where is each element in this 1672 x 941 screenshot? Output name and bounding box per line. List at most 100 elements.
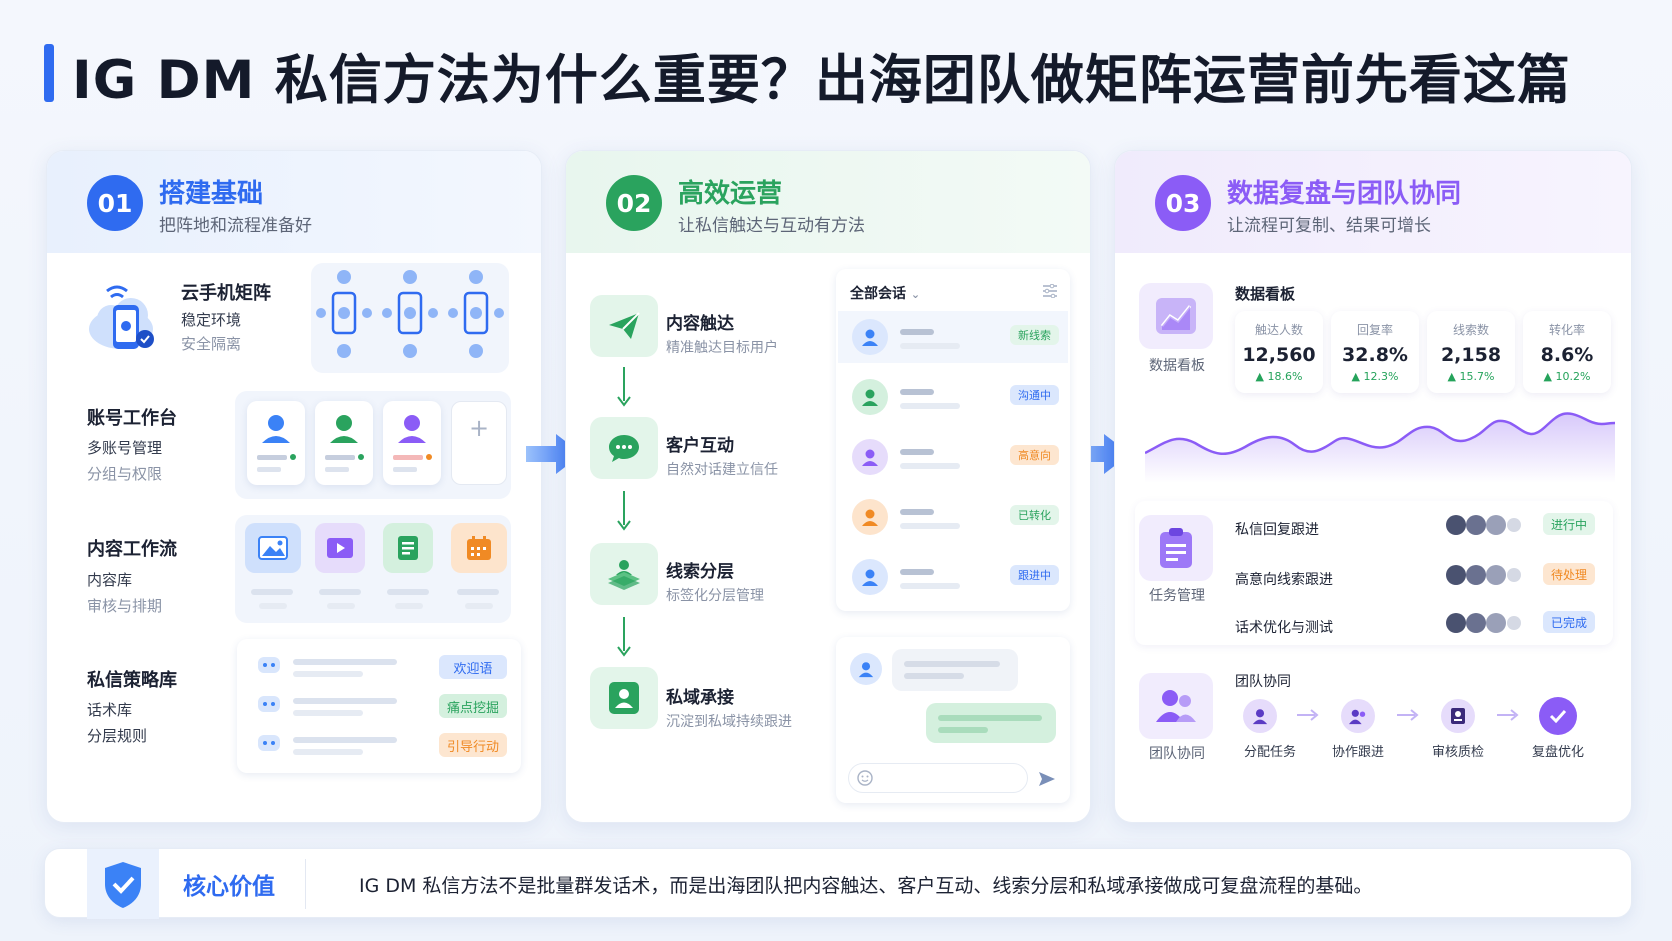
clipboard-icon [1139,515,1213,581]
stat-change: ▲ 18.6% [1255,370,1303,383]
account-card[interactable] [315,401,373,485]
panel-header: 01 搭建基础 把阵地和流程准备好 [47,151,541,253]
document-content-icon[interactable] [383,523,433,573]
step-private-domain-sub: 沉淀到私域持续跟进 [666,714,792,730]
step-content-reach-title: 内容触达 [666,314,734,334]
content-workflow-title: 内容工作流 [87,539,177,560]
team-flow-step: 审核质检 [1431,745,1484,760]
stat-value: 12,560 [1242,344,1316,366]
strategy-library-line1: 话术库 [87,701,133,719]
placeholder-bar [900,509,934,515]
status-badge: 跟进中 [1010,565,1059,585]
placeholder-bar [293,737,397,743]
stat-label: 回复率 [1356,323,1393,337]
task-card [1135,501,1613,645]
avatar [852,319,888,355]
avatar [852,559,888,595]
send-icon [590,295,658,357]
outgoing-message-bubble [926,703,1056,743]
placeholder-bar [259,603,287,609]
step-number-badge: 03 [1155,175,1211,231]
calendar-content-icon[interactable] [451,523,507,573]
account-workbench-title: 账号工作台 [87,408,177,429]
task-icon-label: 任务管理 [1149,588,1205,604]
step-customer-interaction-sub: 自然对话建立信任 [666,462,778,478]
task-name: 话术优化与测试 [1235,620,1333,636]
stat-change: ▲ 10.2% [1543,370,1591,383]
core-value-text: IG DM 私信方法不是批量群发话术，而是出海团队把内容触达、客户互动、线索分层… [359,875,1373,897]
status-badge: 高意向 [1010,445,1059,465]
placeholder-bar [457,589,499,595]
tag-pain-point[interactable]: 痛点挖掘 [439,694,507,718]
shield-check-icon [97,859,149,911]
chat-bubble-icon [257,694,281,716]
status-badge: 新线索 [1010,325,1059,345]
stat-value: 2,158 [1440,344,1502,366]
arrow-right-icon [1295,707,1321,723]
placeholder-bar [900,449,934,455]
image-content-icon[interactable] [245,523,301,573]
assignee-avatars [1445,611,1521,635]
step-customer-interaction-title: 客户互动 [666,436,734,456]
chart-dashboard-icon [1139,283,1213,349]
step-title: 搭建基础 [159,179,264,209]
avatar [850,653,882,685]
placeholder-bar [900,463,960,469]
placeholder-bar [395,603,423,609]
step-lead-tiering-sub: 标签化分层管理 [666,588,764,604]
assign-task-icon [1243,699,1277,733]
placeholder-bar [900,569,934,575]
stat-card-reach: 触达人数 12,560 ▲ 18.6% [1235,311,1323,393]
avatar [852,499,888,535]
cloud-matrix-title: 云手机矩阵 [181,283,271,304]
stat-label: 触达人数 [1254,323,1303,337]
task-status-badge: 待处理 [1543,563,1596,585]
placeholder-bar [900,403,960,409]
core-value-label: 核心价值 [183,874,275,900]
send-message-icon[interactable] [1036,769,1058,789]
private-domain-icon [590,667,658,729]
team-flow-step: 复盘优化 [1531,745,1584,760]
placeholder-bar [319,589,361,595]
task-name: 高意向线索跟进 [1235,572,1333,588]
add-account-button[interactable]: + [451,401,507,485]
inbox-filter-dropdown[interactable]: 全部会话 ⌄ [850,283,920,303]
stat-card-conversion: 转化率 8.6% ▲ 10.2% [1523,311,1611,393]
chat-bubble-icon [257,733,281,755]
placeholder-bar [251,589,293,595]
chat-bubble-icon [257,655,281,677]
video-content-icon[interactable] [315,523,365,573]
dashboard-title: 数据看板 [1235,285,1296,303]
filter-settings-icon[interactable] [1040,281,1060,301]
layers-icon [590,543,658,605]
placeholder-bar [293,671,363,677]
dashboard-icon-label: 数据看板 [1149,358,1205,374]
chat-icon [590,417,658,479]
arrow-right-icon [1395,707,1421,723]
emoji-icon[interactable] [856,769,874,787]
stat-card-leads: 线索数 2,158 ▲ 15.7% [1427,311,1515,393]
placeholder-bar [900,523,960,529]
step-subtitle: 让流程可复制、结果可增长 [1227,216,1431,236]
tag-call-to-action[interactable]: 引导行动 [439,733,507,757]
placeholder-bar [293,749,363,755]
title-accent-bar [44,44,54,102]
account-card[interactable] [383,401,441,485]
chevron-down-icon: ⌄ [910,288,921,301]
divider [305,859,306,909]
account-card[interactable] [247,401,305,485]
cloud-matrix-line2: 安全隔离 [181,335,242,353]
placeholder-bar [938,727,988,733]
placeholder-bar [293,698,397,704]
panel-header: 02 高效运营 让私信触达与互动有方法 [566,151,1090,253]
stat-value: 32.8% [1342,344,1408,366]
account-workbench-line1: 多账号管理 [87,439,163,457]
step-private-domain-title: 私域承接 [666,688,734,708]
tag-welcome[interactable]: 欢迎语 [439,655,507,679]
message-input[interactable] [848,763,1028,793]
placeholder-bar [900,343,960,349]
panel-data-review: 03 数据复盘与团队协同 让流程可复制、结果可增长 数据看板 数据看板 触达人数… [1114,150,1632,823]
core-value-bar: 核心价值 IG DM 私信方法不是批量群发话术，而是出海团队把内容触达、客户互动… [44,848,1632,919]
page-title: IG DM 私信方法为什么重要？出海团队做矩阵运营前先看这篇 [72,50,1571,111]
placeholder-bar [900,329,934,335]
